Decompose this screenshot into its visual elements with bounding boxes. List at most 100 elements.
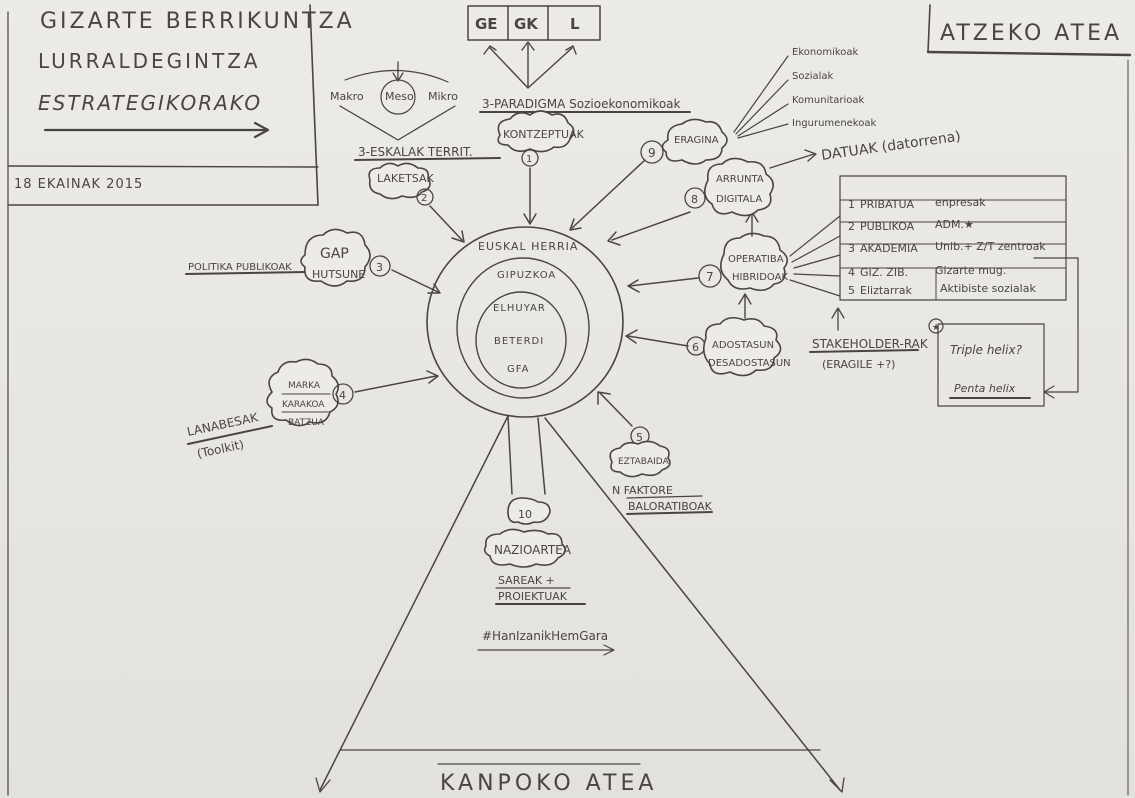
- node-9-label: ERAGINA: [674, 135, 719, 146]
- title-arrowhead: [253, 121, 270, 139]
- stakeholder-label-group: ★ STAKEHOLDER-RAK (ERAGILE +?): [809, 307, 944, 371]
- node-5-label: EZTABAIDA: [618, 457, 670, 467]
- node-10-number: 10: [518, 508, 532, 521]
- node-4-side-label: LANABESAK: [186, 410, 261, 439]
- row-2-num: 2: [848, 220, 855, 233]
- node-4-line-3: BATZUA: [288, 418, 325, 428]
- stakeholder-label: STAKEHOLDER-RAK: [812, 337, 929, 351]
- node-10-below-1: SAREAK +: [498, 574, 555, 587]
- node-9-eragina: 9 ERAGINA Ekonomikoak Sozialak Komunitar…: [569, 47, 876, 231]
- node-2-heading: 3-ESKALAK TERRIT.: [358, 145, 473, 159]
- node-7-label-2: HIBRIDOAK: [732, 272, 788, 283]
- stakeholder-row: 4 GIZ. ZIB. Gizarte mug.: [848, 264, 1006, 279]
- svg-text:★: ★: [932, 323, 940, 333]
- kanpoko-atea: KANPOKO ATEA: [437, 763, 657, 796]
- box-ge: GE: [475, 15, 498, 33]
- node-7-operatiba: 7 OPERATIBA HIBRIDOAK: [627, 211, 841, 319]
- row-1-label: PRIBATUA: [860, 198, 915, 211]
- node-2-eskalak: Makro Meso Mikro 3-ESKALAK TERRIT. LAKET…: [330, 61, 501, 243]
- node-4-line-1: MARKA: [288, 381, 321, 391]
- node-5-below-2: BALORATIBOAK: [628, 500, 713, 513]
- box-l: L: [570, 15, 580, 33]
- row-5-label: Eliztarrak: [860, 284, 912, 297]
- node-5-below-1: N FAKTORE: [612, 484, 673, 497]
- node-1-number: 1: [526, 154, 532, 165]
- node-8-datuak: DATUAK (datorrena): [820, 129, 961, 164]
- box-gk: GK: [514, 15, 539, 33]
- node-4-lanabesak: MARKA KARAKOA BATZUA 4 LANABESAK (Toolki…: [186, 358, 439, 461]
- row-3-num: 3: [848, 242, 855, 255]
- center-beterdi: BETERDI: [494, 336, 544, 347]
- circle-elhuyar: [475, 291, 567, 389]
- node-6-label-2: DESADOSTASUN: [708, 358, 791, 369]
- center-euskal-herria: EUSKAL HERRIA: [478, 240, 578, 253]
- node-6-number: 6: [692, 341, 699, 354]
- node-1-heading: 3-PARADIGMA Sozioekonomikoak: [482, 97, 681, 111]
- stakeholder-row: 5 Eliztarrak Aktibiste sozialak: [848, 282, 1036, 297]
- center-elhuyar: ELHUYAR: [493, 303, 546, 314]
- node-3-label-1: GAP: [320, 246, 349, 262]
- node-6-adostasun: 6 ADOSTASUN DESADOSTASUN: [625, 316, 791, 377]
- row-2-label: PUBLIKOA: [860, 220, 915, 233]
- node-9-item-1: Ekonomikoak: [792, 47, 859, 58]
- node-1-kontzeptuak: 3-PARADIGMA Sozioekonomikoak KONTZEPTUAK…: [479, 97, 691, 225]
- stakeholder-table: 1 PRIBATUA enpresak 2 PUBLIKOA ADM.★ 3 A…: [839, 175, 1079, 399]
- node-8-number: 8: [691, 193, 698, 206]
- circle-euskal-herria: [426, 226, 624, 418]
- node-9-item-3: Komunitarioak: [792, 95, 865, 106]
- row-4-value: Gizarte mug.: [935, 264, 1006, 277]
- center-gipuzkoa: GIPUZKOA: [497, 270, 556, 281]
- row-4-num: 4: [848, 266, 855, 279]
- stakeholder-row: 3 AKADEMIA Unib.+ Z/T zentroak: [848, 240, 1046, 255]
- node-5-number: 5: [636, 431, 643, 444]
- node-4-line-2: KARAKOA: [282, 400, 325, 410]
- kanpoko-atea-label: KANPOKO ATEA: [440, 771, 657, 796]
- node-10-label: NAZIOARTEA: [494, 543, 572, 557]
- center-circles: EUSKAL HERRIA GIPUZKOA ELHUYAR BETERDI G…: [426, 226, 624, 418]
- node-3-side-label: POLITIKA PUBLIKOAK: [188, 262, 292, 273]
- center-gfa: GFA: [507, 364, 529, 375]
- helix-line-2: Penta helix: [954, 382, 1016, 395]
- row-5-num: 5: [848, 284, 855, 297]
- scale-makro: Makro: [330, 90, 364, 103]
- node-1-label: KONTZEPTUAK: [503, 128, 585, 141]
- helix-box: Triple helix? Penta helix: [937, 323, 1045, 407]
- node-9-item-4: Ingurumenekoak: [792, 118, 876, 129]
- node-4-number: 4: [339, 389, 346, 402]
- circle-gipuzkoa: [456, 257, 590, 399]
- node-5-eztabaida: 5 EZTABAIDA N FAKTORE BALORATIBOAK: [597, 391, 713, 515]
- row-3-value: Unib.+ Z/T zentroak: [935, 240, 1046, 253]
- title-line-2: LURRALDEGINTZA: [38, 49, 261, 73]
- helix-line-1: Triple helix?: [950, 343, 1023, 357]
- row-2-value: ADM.★: [935, 218, 974, 231]
- node-6-label-1: ADOSTASUN: [712, 340, 774, 351]
- node-10-nazioartea: 10 NAZIOARTEA SAREAK + PROIEKTUAK #HanIz…: [315, 415, 845, 793]
- row-3-label: AKADEMIA: [860, 242, 918, 255]
- scale-meso: Meso: [385, 90, 414, 103]
- node-7-number: 7: [706, 270, 714, 284]
- node-10-hashtag: #HanIzanikHemGara: [482, 629, 608, 643]
- node-10-below-2: PROIEKTUAK: [498, 590, 568, 603]
- star-icon: [928, 318, 944, 334]
- title-line-1: GIZARTE BERRIKUNTZA: [40, 9, 355, 34]
- row-5-value: Aktibiste sozialak: [940, 282, 1036, 295]
- row-4-label: GIZ. ZIB.: [860, 266, 908, 279]
- node-3-number: 3: [376, 261, 383, 274]
- atzeko-atea-box: ATZEKO ATEA: [926, 4, 1132, 57]
- stakeholder-row: 2 PUBLIKOA ADM.★: [848, 218, 974, 233]
- row-1-num: 1: [848, 198, 855, 211]
- title-date: 18 EKAINAK 2015: [14, 177, 143, 192]
- node-9-item-2: Sozialak: [792, 71, 834, 82]
- node-2-number: 2: [421, 193, 427, 204]
- node-7-label-1: OPERATIBA: [728, 254, 784, 265]
- title-box: GIZARTE BERRIKUNTZA LURRALDEGINTZA ESTRA…: [7, 4, 355, 206]
- row-1-value: enpresak: [935, 196, 986, 209]
- node-3-label-2: HUTSUNE: [312, 268, 365, 281]
- stakeholder-row: 1 PRIBATUA enpresak: [848, 196, 986, 211]
- scale-mikro: Mikro: [428, 90, 458, 103]
- node-3-gap: POLITIKA PUBLIKOAK GAP HUTSUNE 3: [185, 228, 441, 294]
- title-line-3: ESTRATEGIKORAKO: [38, 91, 262, 115]
- node-8-label-2: DIGITALA: [716, 194, 762, 205]
